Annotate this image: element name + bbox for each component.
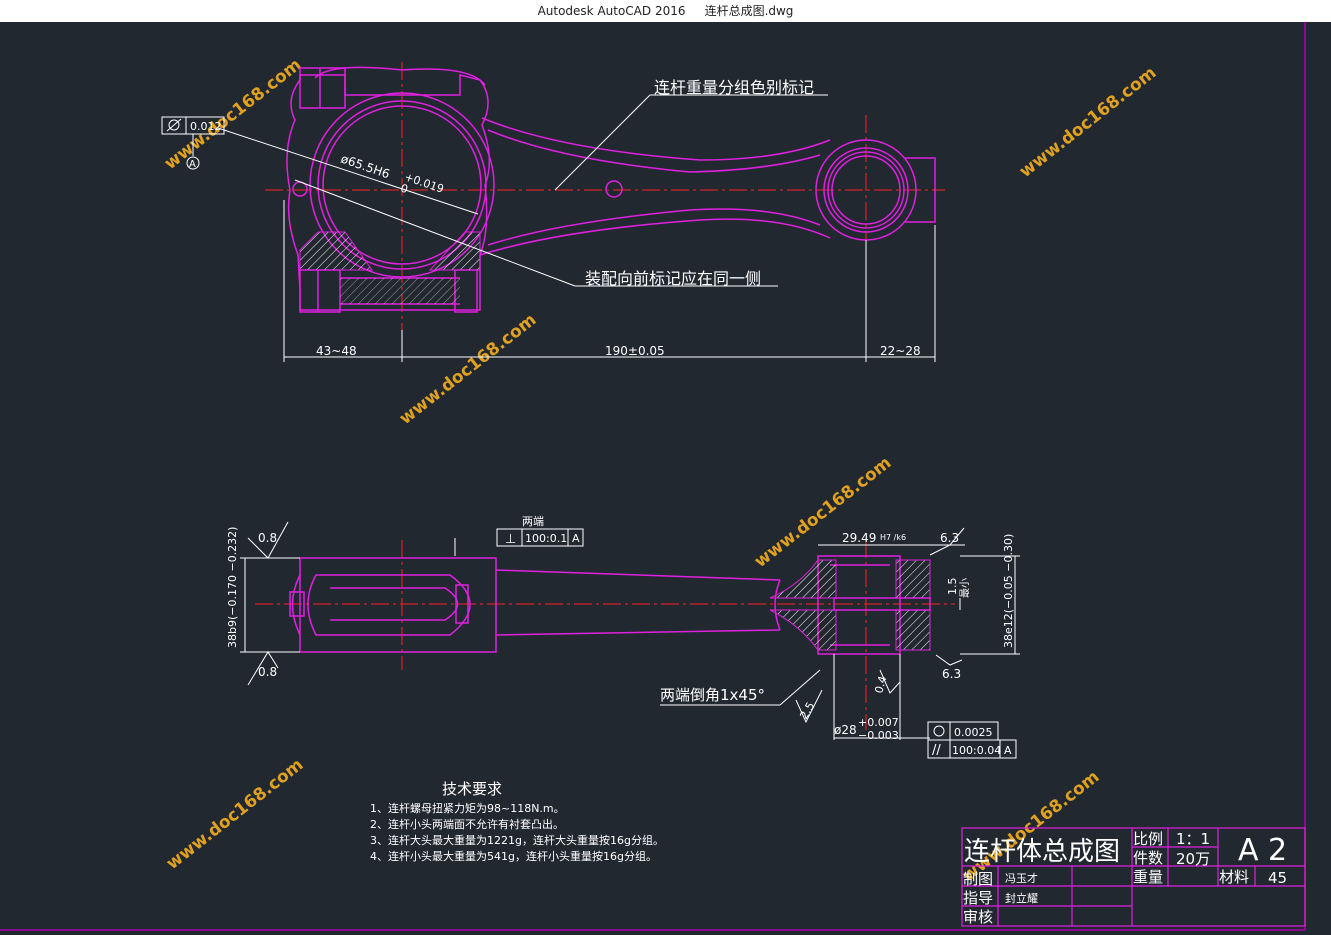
rough-right-bottom: 6.3 — [942, 667, 961, 681]
dim-right-width: 38e12(−0.05 −0.30) — [1002, 534, 1015, 648]
watermark-3: www.doc168.com — [396, 310, 541, 429]
connecting-rod-side-outline — [289, 555, 931, 655]
top-view-hatching — [299, 231, 481, 304]
file-name: 连杆总成图.dwg — [704, 4, 794, 18]
dim-min-label: 最小 — [959, 578, 971, 598]
material-label: 材料 — [1219, 868, 1249, 886]
top-view: 0.012 A 连杆重量分组色别标记 装配向前标记应在同一侧 ø65.5H6 +… — [161, 62, 945, 362]
side-view-hatching — [769, 559, 931, 651]
app-title: Autodesk AutoCAD 2016 — [537, 4, 686, 18]
connecting-rod-top-outline — [286, 66, 936, 313]
tech-req-title: 技术要求 — [442, 780, 502, 798]
tech-req-item-4: 4、连杆小头最大重量为541g，连杆小头重量按16g分组。 — [370, 849, 657, 863]
dim-big-bore-tol-low: 0 — [399, 182, 410, 197]
ratio-label: 比例 — [1133, 830, 1163, 848]
guide-label: 指导 — [963, 889, 993, 907]
dim-small-bore: ø28 — [834, 723, 857, 737]
note-assembly-marking: 装配向前标记应在同一侧 — [585, 269, 761, 288]
cad-drawing-canvas[interactable]: www.doc168.com www.doc168.com www.doc168… — [0, 22, 1331, 935]
rough-2-5: 2.5 — [797, 700, 817, 722]
note-chamfer: 两端倒角1x45° — [660, 686, 765, 704]
title-block: 连杆体总成图 比例 1：1 件数 20万 A 2 重量 材料 45 制图 冯玉才… — [961, 827, 1306, 927]
dim-bore-fit: H7 /k6 — [880, 533, 906, 542]
watermark-4: www.doc168.com — [751, 453, 896, 572]
parallel-symbol: // — [932, 743, 941, 758]
tol-cylindricity: 0.0025 — [954, 726, 993, 739]
weight-label: 重量 — [1133, 868, 1163, 886]
review-label: 审核 — [963, 908, 993, 926]
watermark-1: www.doc168.com — [161, 55, 306, 174]
technical-requirements: 技术要求 1、连杆螺母扭紧力矩为98~118N.m。 2、连杆小头两端面不允许有… — [370, 780, 664, 863]
watermark-6: www.doc168.com — [959, 767, 1104, 886]
dim-bore: 29.49 — [842, 531, 876, 545]
dim-left: 43~48 — [316, 344, 357, 358]
drawn-by-label: 制图 — [963, 870, 993, 888]
rough-left-top: 0.8 — [258, 531, 277, 545]
count-label: 件数 — [1133, 849, 1163, 867]
tech-req-item-2: 2、连杆小头两端面不允许有衬套凸出。 — [370, 817, 564, 831]
watermark-5: www.doc168.com — [163, 755, 308, 874]
drawing-title: 连杆体总成图 — [964, 837, 1120, 867]
sheet-size: A 2 — [1238, 833, 1287, 868]
dim-small-bore-low: −0.003 — [858, 729, 899, 742]
rough-left-bottom: 0.8 — [258, 665, 277, 679]
dim-center: 190±0.05 — [605, 344, 665, 358]
count-value: 20万 — [1176, 850, 1210, 868]
tech-req-item-3: 3、连杆大头最大重量为1221g，连杆大头重量按16g分组。 — [370, 833, 664, 847]
rough-0-4: 0.4 — [872, 675, 889, 695]
drawing-frame — [0, 22, 1306, 931]
dim-side-width: 38b9(−0.170 −0.232) — [226, 527, 239, 648]
rough-right-top: 6.3 — [940, 531, 959, 545]
side-view: 两端 ⊥ 100:0.1 A 0.8 0.8 38b9(−0.170 −0.23… — [226, 515, 1020, 759]
ratio-value: 1：1 — [1176, 830, 1210, 848]
window-title-bar: Autodesk AutoCAD 2016 连杆总成图.dwg — [0, 0, 1331, 22]
top-view-dimensions — [217, 94, 936, 362]
top-tol-value: 0.012 — [190, 120, 222, 133]
drawn-by-name: 冯玉才 — [1005, 871, 1038, 885]
label-both-ends: 两端 — [522, 515, 544, 528]
tol-perp-datum: A — [572, 532, 580, 545]
dim-small-bore-up: +0.007 — [858, 716, 899, 729]
note-weight-marking: 连杆重量分组色别标记 — [654, 78, 814, 97]
watermark-2: www.doc168.com — [1016, 63, 1161, 182]
tol-parallel-datum: A — [1004, 744, 1012, 757]
top-tolerance-frame — [161, 116, 225, 170]
perp-symbol: ⊥ — [505, 532, 516, 547]
dim-min: 1.5 — [946, 578, 959, 596]
top-datum-label: A — [189, 159, 196, 170]
tol-perp: 100:0.1 — [525, 532, 567, 545]
side-view-centerlines — [255, 540, 955, 730]
material-value: 45 — [1268, 869, 1287, 887]
tech-req-item-1: 1、连杆螺母扭紧力矩为98~118N.m。 — [370, 801, 565, 815]
dim-right: 22~28 — [880, 344, 921, 358]
side-view-dimensions — [240, 521, 1020, 759]
guide-name: 封立耀 — [1005, 891, 1038, 905]
tol-parallel: 100:0.04 — [952, 744, 1001, 757]
